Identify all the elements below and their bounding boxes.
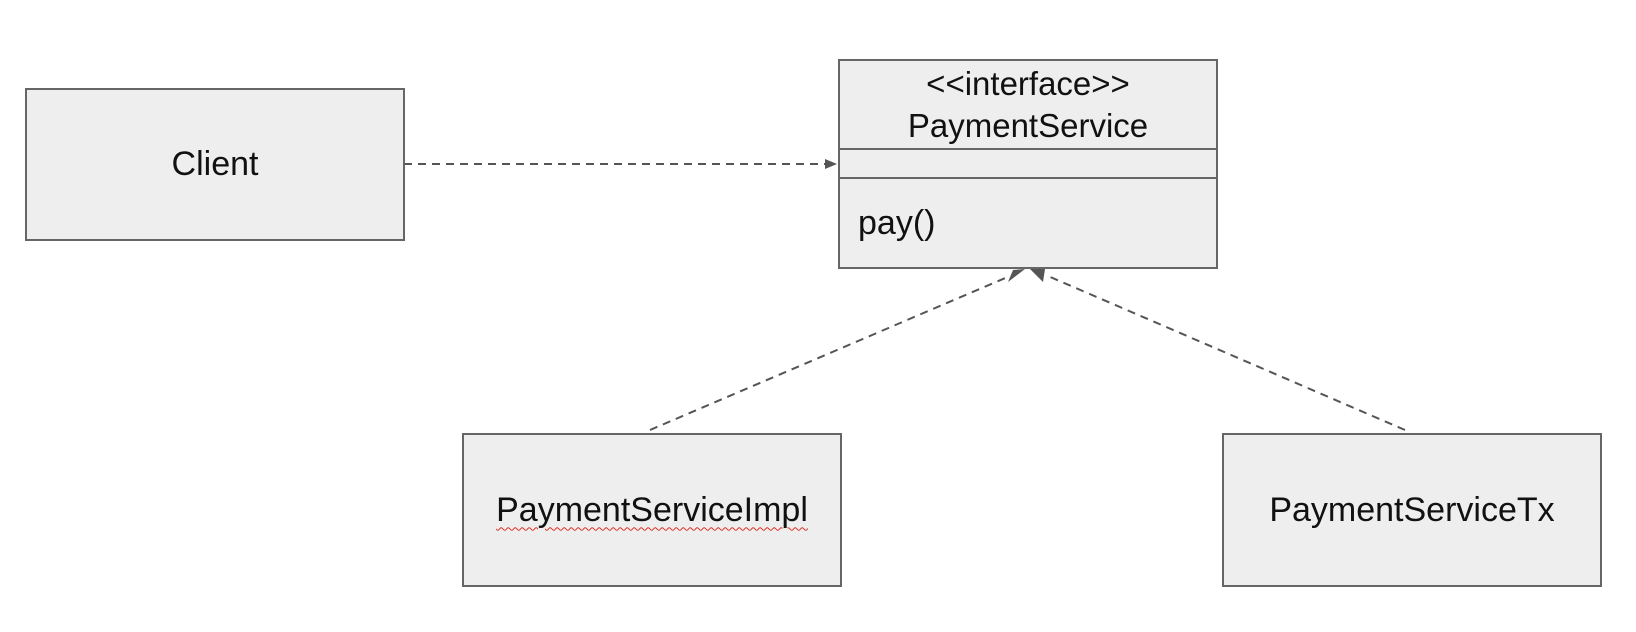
operation-pay: pay() bbox=[858, 203, 936, 242]
realization-line-impl-to-interface bbox=[649, 275, 1011, 431]
impl-box[interactable]: PaymentServiceImpl bbox=[462, 433, 842, 587]
interface-name: PaymentService bbox=[907, 106, 1149, 144]
tx-label: PaymentServiceTx bbox=[1269, 490, 1555, 529]
interface-box[interactable]: <<interface>> PaymentService pay() bbox=[838, 59, 1218, 269]
client-label: Client bbox=[171, 145, 259, 183]
interface-attributes-compartment bbox=[840, 150, 1216, 179]
tx-box[interactable]: PaymentServiceTx bbox=[1222, 433, 1602, 587]
impl-label-wrap: PaymentServiceImpl bbox=[464, 435, 840, 585]
impl-label: PaymentServiceImpl bbox=[496, 490, 808, 529]
interface-stereotype: <<interface>> bbox=[926, 64, 1130, 102]
realization-arrowhead-impl bbox=[1008, 269, 1025, 282]
interface-operations-compartment: pay() bbox=[840, 179, 1216, 267]
client-box[interactable]: Client bbox=[25, 88, 405, 241]
realization-line-tx-to-interface bbox=[1047, 275, 1406, 431]
interface-header: <<interface>> PaymentService bbox=[840, 61, 1216, 150]
realization-arrowhead-tx bbox=[1030, 269, 1045, 282]
